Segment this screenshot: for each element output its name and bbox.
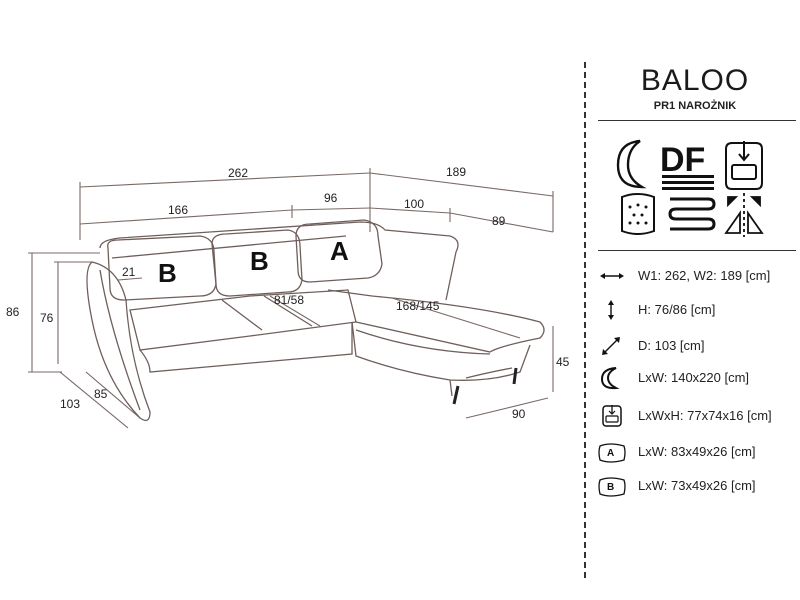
feature-icons: DF [616, 139, 764, 237]
cushion-b-icon: B [598, 477, 626, 497]
dimension-middle-width: 96 [324, 191, 338, 205]
svg-text:A: A [607, 448, 614, 459]
storage-box-icon [725, 141, 763, 190]
mirror-option-icon [724, 193, 764, 237]
back-cushions [107, 219, 383, 301]
dimension-arm-width: 21 [122, 265, 136, 279]
dimension-main-seat-width: 166 [168, 203, 188, 217]
df-logo-icon: DF [660, 141, 714, 190]
dimension-depth-total: 103 [60, 397, 80, 411]
dimension-seat-height: 45 [556, 355, 570, 369]
cushion-label: A [330, 236, 349, 266]
separator [598, 120, 796, 121]
cushion-label: B [158, 258, 177, 288]
dimension-bed-size-b: 168/145 [396, 299, 440, 313]
spec-sleeping-area: LxW: 140x220 [cm] [590, 366, 800, 390]
dimension-chaise-depth: 89 [492, 214, 506, 228]
foam-cushion-icon [621, 193, 655, 235]
moon-icon [600, 367, 620, 390]
diagonal-arrow-icon [602, 337, 620, 355]
svg-text:B: B [607, 482, 614, 493]
spec-height: H: 76/86 [cm] [590, 298, 800, 322]
dimension-height-back: 86 [6, 305, 20, 319]
cushion-a-icon: A [598, 443, 626, 463]
spec-panel: BALOO PR1 NAROŻNIK DF [590, 0, 800, 600]
spec-width: W1: 262, W2: 189 [cm] [590, 264, 800, 288]
technical-drawing: B B A 262 189 166 96 100 89 21 86 76 103… [6, 165, 570, 429]
dimension-lines [28, 168, 554, 429]
svg-text:DF: DF [660, 141, 705, 179]
dimension-total-width: 262 [228, 166, 248, 180]
spec-cushion-a: A LxW: 83x49x26 [cm] [590, 440, 800, 464]
moon-icon [616, 139, 647, 189]
product-name: BALOO [640, 64, 750, 97]
spec-cushion-b: B LxW: 73x49x26 [cm] [590, 474, 800, 498]
spring-icon [668, 197, 716, 231]
spec-storage: LxWxH: 77x74x16 [cm] [590, 404, 800, 428]
storage-box-icon [602, 405, 622, 427]
product-subtitle: PR1 NAROŻNIK [653, 100, 737, 112]
separator [598, 250, 796, 251]
dimension-chaise-bed-depth: 90 [512, 407, 526, 421]
dimension-chaise-width: 189 [446, 165, 466, 179]
dimension-height-seat-back: 76 [40, 311, 54, 325]
dimension-depth-seat: 85 [94, 387, 108, 401]
vertical-arrow-icon [608, 300, 614, 320]
horizontal-arrow-icon [600, 273, 624, 279]
dimension-bed-size-a: 81/58 [274, 293, 304, 307]
sofa-outline [86, 221, 545, 422]
spec-depth: D: 103 [cm] [590, 334, 800, 358]
dimension-corner-width: 100 [404, 197, 424, 211]
cushion-label: B [250, 246, 269, 276]
panel-divider [584, 62, 586, 578]
